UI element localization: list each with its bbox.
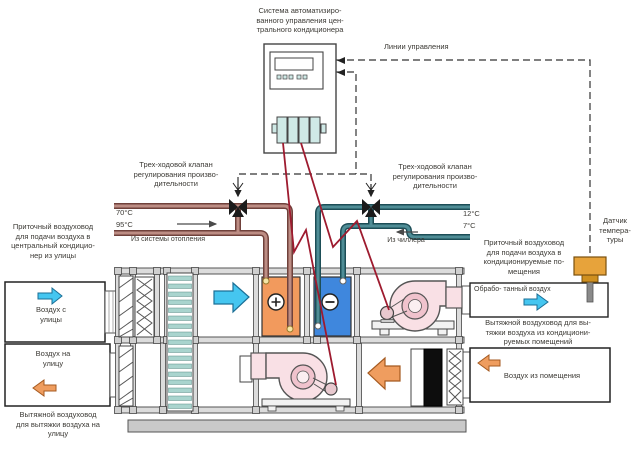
duct-exhaust-left bbox=[4, 343, 119, 407]
exhaust-flow-arrow-icon bbox=[367, 356, 401, 391]
supply-filter-icon bbox=[134, 276, 155, 338]
valve-right-label: Трех-ходовой клапан регулирования произв… bbox=[392, 162, 478, 191]
control-lines-label: Линии управления bbox=[384, 42, 449, 51]
three-way-valve-right-icon bbox=[362, 182, 380, 217]
controller-label: Система автоматизиро- ванного управления… bbox=[256, 6, 344, 35]
signal-arrowhead-icon bbox=[337, 57, 345, 64]
exhaust-louver-icon bbox=[118, 345, 134, 407]
ahu-base bbox=[127, 419, 467, 433]
controller-screen bbox=[274, 57, 314, 71]
heating-return-temp: 70°С bbox=[116, 208, 133, 217]
heater-coil bbox=[261, 276, 301, 337]
intake-louver-icon bbox=[118, 275, 134, 338]
heating-supply-temp: 95°С bbox=[116, 220, 133, 229]
exhaust-duct-left-label: Вытяжной воздуховод для вытяжки воздуха … bbox=[16, 410, 100, 439]
supply-duct-left-label: Приточный воздуховод для подачи воздуха … bbox=[11, 222, 95, 260]
controller-buttons bbox=[276, 74, 308, 80]
processed-air-label: Обрабо- танный воздух bbox=[474, 286, 551, 293]
chilled-return-temp: 12°С bbox=[463, 209, 480, 218]
heat-recovery-wheel bbox=[166, 272, 194, 412]
exhaust-duct-right-label: Вытяжной воздуховод для вы- тяжки воздух… bbox=[485, 318, 591, 347]
three-way-valve-left-icon bbox=[229, 182, 247, 217]
chilled-supply-temp: 7°С bbox=[463, 221, 476, 230]
controller-cabinet bbox=[263, 43, 337, 154]
control-wires bbox=[282, 142, 390, 386]
pipe-connection-dots bbox=[262, 277, 347, 333]
temperature-sensor-icon bbox=[573, 256, 607, 303]
air-to-street-label: Воздух на улицу bbox=[35, 349, 71, 368]
from-heating-label: Из системы отопления bbox=[131, 236, 205, 243]
exhaust-damper-panel bbox=[410, 348, 425, 407]
supply-duct-right-label: Приточный воздуховод для подачи воздуха … bbox=[483, 238, 565, 276]
duct-supply-right bbox=[461, 282, 609, 318]
signal-arrowhead-icon bbox=[337, 69, 345, 76]
air-from-street-label: Воздух с улицы bbox=[35, 305, 67, 324]
controller-terminals bbox=[271, 116, 327, 144]
exhaust-dark-panel bbox=[423, 348, 443, 407]
supply-flow-arrow-icon bbox=[213, 281, 250, 314]
exhaust-filter-icon bbox=[446, 348, 464, 406]
supply-fan bbox=[371, 280, 463, 336]
exhaust-fan bbox=[239, 352, 351, 412]
valve-left-label: Трех-ходовой клапан регулирования произв… bbox=[133, 160, 219, 189]
temp-sensor-label: Датчик темпера- туры bbox=[599, 216, 631, 245]
from-chiller-label: Из чиллера bbox=[387, 237, 425, 244]
air-from-room-label: Воздух из помещения bbox=[503, 371, 581, 380]
